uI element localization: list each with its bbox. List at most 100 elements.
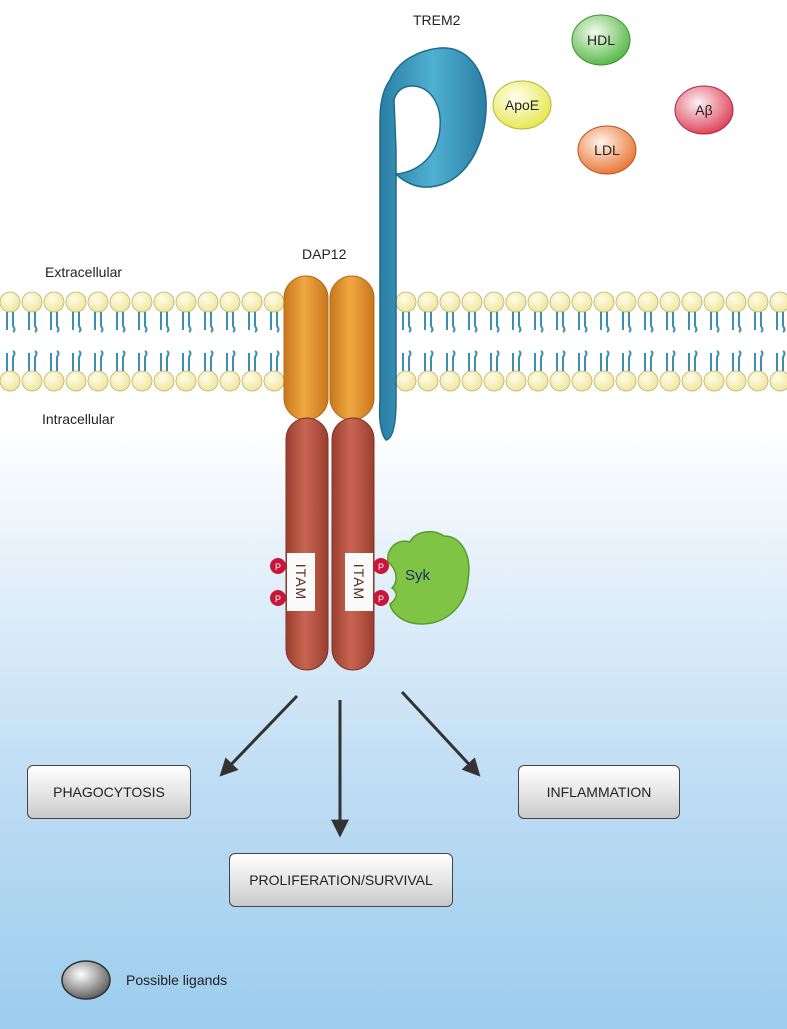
lipid-tail — [6, 350, 16, 371]
outcome-inflammation: INFLAMMATION — [518, 765, 680, 819]
syk-kinase — [387, 530, 470, 625]
lipid-head — [659, 370, 681, 392]
lipid-head — [65, 370, 87, 392]
lipid-head — [153, 291, 175, 313]
lipid-tail — [446, 350, 456, 371]
lipid-head — [483, 291, 505, 313]
lipid-tail — [204, 312, 214, 333]
lipid-head — [593, 291, 615, 313]
lipid-tail — [468, 312, 478, 333]
lipid-head — [87, 370, 109, 392]
lipid-tail — [94, 350, 104, 371]
lipid-tail — [204, 350, 214, 371]
lipid-head — [483, 370, 505, 392]
itam-motif-left: ITAM — [287, 553, 315, 611]
lipid-head — [571, 370, 593, 392]
lipid-tail — [644, 312, 654, 333]
lipid-tail — [468, 350, 478, 371]
lipid-tail — [248, 350, 258, 371]
lipid-tail — [138, 312, 148, 333]
lipid-tail — [402, 350, 412, 371]
lipid-head — [131, 370, 153, 392]
lipid-tail — [644, 350, 654, 371]
ligand-hdl: HDL — [571, 14, 631, 66]
lipid-tail — [622, 312, 632, 333]
lipid-tail — [116, 350, 126, 371]
lipid-head — [153, 370, 175, 392]
lipid-tail — [490, 350, 500, 371]
lipid-tail — [732, 312, 742, 333]
lipid-head — [703, 291, 725, 313]
lipid-tail — [578, 312, 588, 333]
lipid-head — [527, 370, 549, 392]
lipid-tail — [556, 312, 566, 333]
dap12-cytoplasmic — [285, 417, 375, 671]
lipid-head — [747, 370, 769, 392]
lipid-head — [0, 370, 21, 392]
itam-label: ITAM — [351, 563, 367, 601]
lipid-head — [637, 291, 659, 313]
lipid-tail — [160, 350, 170, 371]
legend-text: Possible ligands — [126, 972, 228, 988]
lipid-head — [549, 291, 571, 313]
phospho-label: P — [378, 562, 384, 572]
signaling-arrows — [219, 690, 481, 838]
ligand-apoe: ApoE — [492, 80, 552, 130]
lipid-head — [461, 370, 483, 392]
lipid-tail — [732, 350, 742, 371]
lipid-tail — [446, 312, 456, 333]
lipid-head — [769, 291, 787, 313]
lipid-head — [681, 370, 703, 392]
lipid-head — [505, 370, 527, 392]
lipid-tail — [776, 312, 786, 333]
dap12-transmembrane — [283, 275, 375, 421]
lipid-head — [175, 370, 197, 392]
lipid-head — [593, 370, 615, 392]
lipid-tail — [226, 312, 236, 333]
lipid-tail — [666, 312, 676, 333]
lipid-head — [769, 370, 787, 392]
dap12-label: DAP12 — [302, 246, 347, 262]
lipid-head — [219, 370, 241, 392]
lipid-head — [505, 291, 527, 313]
lipid-head — [87, 291, 109, 313]
lipid-head — [549, 370, 571, 392]
lipid-head — [703, 370, 725, 392]
lipid-tail — [94, 312, 104, 333]
lipid-head — [395, 291, 417, 313]
lipid-head — [21, 370, 43, 392]
lipid-tail — [688, 350, 698, 371]
lipid-tail — [490, 312, 500, 333]
lipid-tail — [424, 312, 434, 333]
lipid-tail — [556, 350, 566, 371]
lipid-head — [43, 370, 65, 392]
itam-label: ITAM — [293, 563, 309, 601]
lipid-head — [197, 291, 219, 313]
lipid-head — [175, 291, 197, 313]
lipid-head — [109, 291, 131, 313]
lipid-head — [219, 291, 241, 313]
trem2-label: TREM2 — [413, 12, 461, 28]
lipid-head — [43, 291, 65, 313]
lipid-tail — [50, 350, 60, 371]
ligand-ldl-label: LDL — [594, 142, 620, 158]
lipid-head — [659, 291, 681, 313]
lipid-tail — [116, 312, 126, 333]
cell-membrane — [0, 291, 787, 392]
lipid-tail — [534, 312, 544, 333]
lipid-tail — [424, 350, 434, 371]
extracellular-label: Extracellular — [45, 264, 123, 280]
lipid-tail — [534, 350, 544, 371]
lipid-tail — [28, 312, 38, 333]
ligand-apoe-label: ApoE — [505, 97, 539, 113]
lipid-tail — [710, 350, 720, 371]
lipid-tail — [754, 312, 764, 333]
phospho-label: P — [275, 594, 281, 604]
lipid-head — [681, 291, 703, 313]
lipid-head — [263, 370, 285, 392]
lipid-tail — [248, 312, 258, 333]
lipid-head — [417, 291, 439, 313]
lipid-head — [65, 291, 87, 313]
lipid-head — [21, 291, 43, 313]
